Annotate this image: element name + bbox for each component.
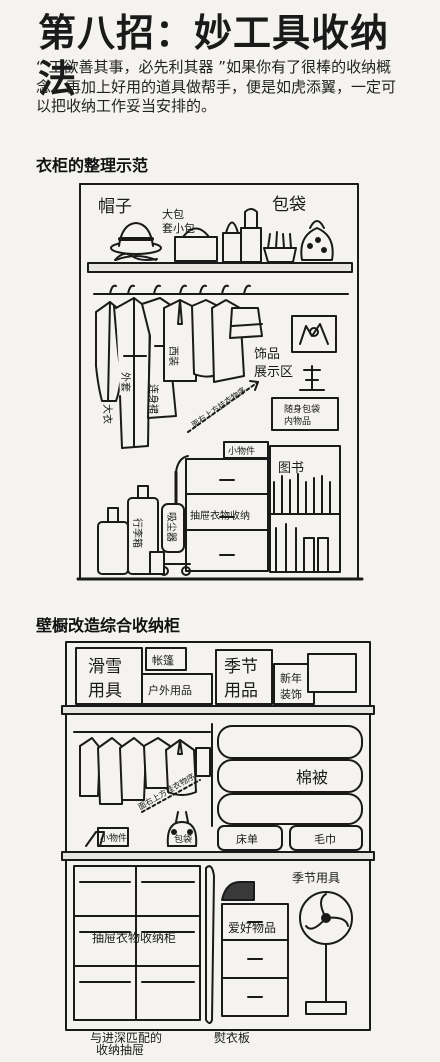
label-hang-note: 面右上方挂衣物序 <box>189 385 247 430</box>
label-season-top-2: 用品 <box>224 681 258 701</box>
label-hat: 帽子 <box>98 197 132 217</box>
label-season-top-1: 季节 <box>224 657 258 677</box>
section2-heading: 壁橱改造综合收纳柜 <box>36 616 181 635</box>
label-hobby: 爱好物品 <box>228 921 276 935</box>
label-ski-2: 用具 <box>88 681 122 701</box>
label-vacuum: 吸尘器 <box>165 512 177 542</box>
closet-illustration: 滑雪 用具 帐篷 户外用品 季节 用品 新年 装饰 面右上方挂衣物序 小物件 包… <box>61 641 375 1056</box>
label-towel: 毛巾 <box>314 832 336 846</box>
label-overcoat: 大衣 <box>101 404 114 424</box>
label-small-bag: 套小包 <box>162 222 195 235</box>
wardrobe-illustration: 帽子 包袋 大包 套小包 西装 外套 大衣 连身裙 饰品 展示区 面右上方挂衣物… <box>76 183 364 581</box>
label-season-low: 季节用具 <box>292 871 340 885</box>
label-drawer-cab: 抽屉衣物收纳柜 <box>92 930 176 945</box>
label-big-bag: 大包 <box>162 207 184 221</box>
label-newyear-2: 装饰 <box>280 687 302 701</box>
label-outdoor: 户外用品 <box>148 683 192 697</box>
label-deep-drawer-2: 收纳抽屉 <box>96 1043 144 1056</box>
label-newyear-1: 新年 <box>280 671 302 685</box>
label-coat: 外套 <box>119 372 132 392</box>
label-dress: 连身裙 <box>147 384 160 414</box>
label-deep-drawer-1: 与进深匹配的 <box>90 1030 162 1045</box>
label-sheet: 床单 <box>236 832 258 846</box>
label-suit: 西装 <box>167 346 180 366</box>
section1-heading: 衣柜的整理示范 <box>36 156 149 175</box>
label-luggage: 行李箱 <box>131 518 144 548</box>
label-bags: 包袋 <box>174 833 192 845</box>
label-quilt: 棉被 <box>296 768 328 787</box>
label-iron-board: 熨衣板 <box>214 1030 250 1045</box>
label-ski-1: 滑雪 <box>88 657 122 677</box>
page-title: 第八招：妙工具收纳法 <box>38 11 390 101</box>
label-pouch-1: 随身包袋 <box>284 403 320 415</box>
label-pouch-2: 内物品 <box>284 415 311 427</box>
label-tent: 帐篷 <box>152 653 174 667</box>
label-display-2: 展示区 <box>254 365 293 380</box>
label-display-1: 饰品 <box>254 347 280 362</box>
label-small-items: 小物件 <box>100 832 127 844</box>
label-drawer: 抽屉衣物收纳 <box>190 509 250 522</box>
label-books: 图书 <box>278 461 304 476</box>
intro-paragraph: “ 工欲善其事，必先利其器 ”如果你有了很棒的收纳概念，再加上好用的道具做帮手，… <box>36 58 397 115</box>
label-small-items: 小物件 <box>228 445 255 457</box>
label-bag: 包袋 <box>272 195 306 215</box>
